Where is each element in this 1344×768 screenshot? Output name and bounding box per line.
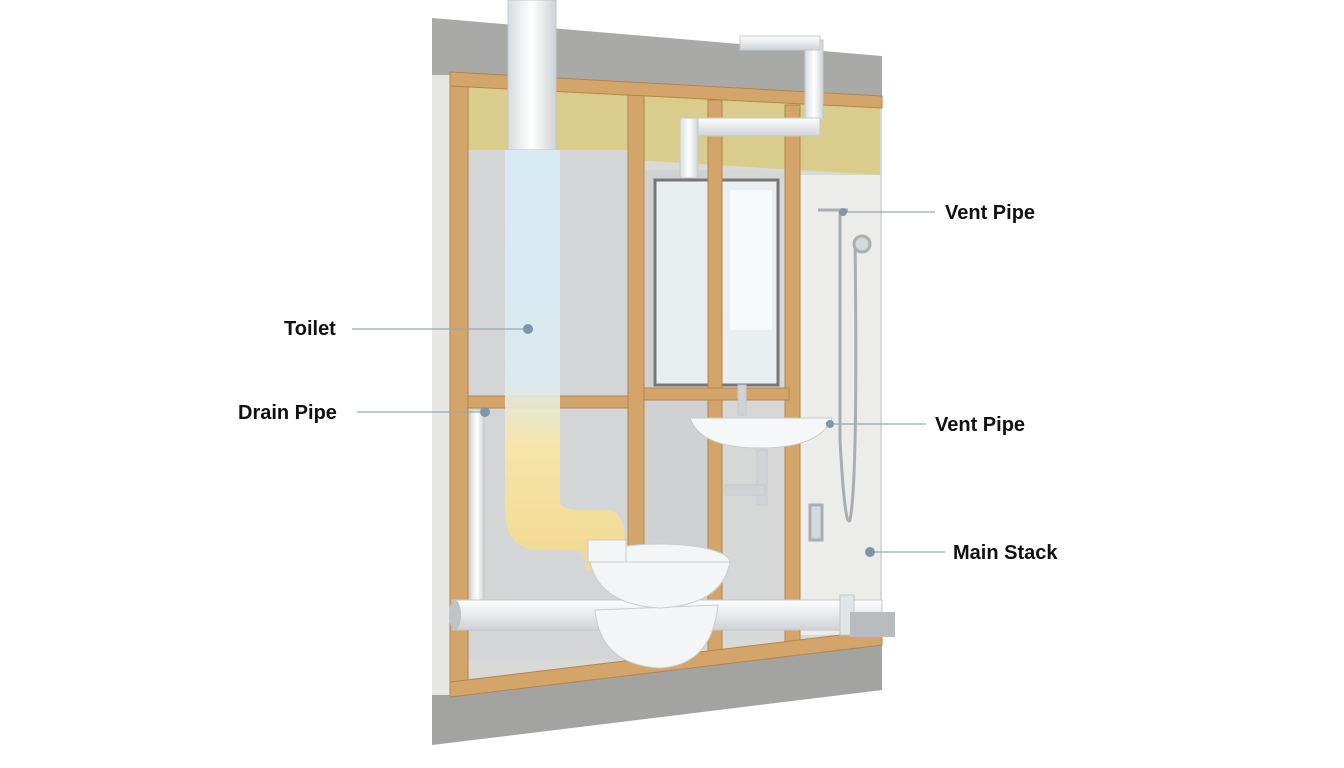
leader-dots (480, 208, 875, 557)
dot-vent-pipe-top (839, 208, 847, 216)
highlighted-main-stack (505, 150, 625, 570)
dot-toilet (523, 324, 533, 334)
sink (689, 384, 833, 506)
vent-pipe (469, 0, 824, 611)
dot-vent-pipe-sink (826, 420, 834, 428)
shower (808, 208, 872, 542)
label-main-stack: Main Stack (953, 542, 1058, 564)
dot-main-stack (865, 547, 875, 557)
toilet (587, 539, 731, 669)
label-vent-pipe-top: Vent Pipe (945, 202, 1036, 224)
leader-lines (352, 211, 945, 553)
dot-drain-pipe (480, 407, 490, 417)
label-drain-pipe: Drain Pipe (238, 402, 337, 424)
label-vent-pipe-sink: Vent Pipe (935, 414, 1026, 436)
label-toilet: Toilet (284, 318, 336, 340)
